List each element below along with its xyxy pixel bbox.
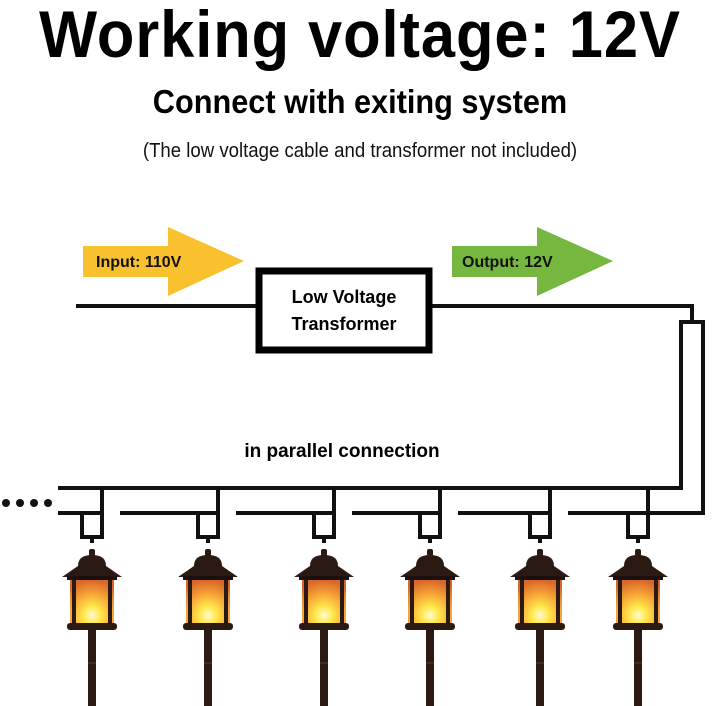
lamp-5 [510,488,570,706]
lamp-post-left [304,580,308,624]
lamp-roof-band [299,576,349,580]
lamp-flame [70,580,114,624]
lamp-post-right [446,580,450,624]
lamp-cap [194,555,222,566]
dot [30,499,38,507]
lamp-base [183,623,233,630]
lamp-stake [88,630,96,706]
lamp-stake [204,630,212,706]
lamp-flame [302,580,346,624]
transformer-box: Low Voltage Transformer [255,267,433,354]
lamp-cap [78,555,106,566]
lamp-roof [294,566,354,577]
lamp-post-right [654,580,658,624]
lamp-roof-band [183,576,233,580]
dot [16,499,24,507]
connector-stub [90,537,94,543]
output-arrow-shape [452,227,613,296]
lamp-post-left [188,580,192,624]
lamp-cap [526,555,554,566]
connector-stub [428,537,432,543]
lamp-roof-band [613,576,663,580]
lamp-4 [400,488,460,706]
input-arrow-label: Input: 110V [96,254,182,271]
lamp-post-left [72,580,76,624]
lamp-base [299,623,349,630]
transformer-frame [255,267,433,354]
lamp-row [58,488,668,706]
lamp-finial [635,549,641,556]
lamp-base [405,623,455,630]
lamp-stake [320,630,328,706]
lamp-6 [608,488,668,706]
transformer-label-line1: Low Voltage [292,287,397,307]
lamp-roof [178,566,238,577]
lamp-finial [205,549,211,556]
lamp-post-right [340,580,344,624]
lamp-flame [408,580,452,624]
lamp-finial [427,549,433,556]
output-arrow: Output: 12V [452,227,613,296]
dot [44,499,52,507]
lamp-stake [426,630,434,706]
lamp-roof-band [67,576,117,580]
lamp-base [613,623,663,630]
page-title: Working voltage: 12V [39,0,681,71]
lamp-finial [321,549,327,556]
lamp-post-right [108,580,112,624]
connector-stub [636,537,640,543]
lamp-roof-band [405,576,455,580]
lamp-2 [178,488,238,706]
lamp-cap [624,555,652,566]
dot [2,499,10,507]
connector-stub [538,537,542,543]
lamp-finial [537,549,543,556]
input-arrow-shape [83,227,244,296]
lamp-post-left [410,580,414,624]
continuation-dots [2,499,52,507]
lamp-post-left [618,580,622,624]
disclaimer-note: (The low voltage cable and transformer n… [142,140,578,162]
lamp-roof [510,566,570,577]
lamp-post-left [520,580,524,624]
lamp-cap [310,555,338,566]
lamp-3 [294,488,354,706]
lamp-flame [616,580,660,624]
transformer-label-line2: Transformer [291,314,396,334]
lamp-roof-band [515,576,565,580]
page-subtitle: Connect with exiting system [152,83,568,120]
lamp-1 [62,488,122,706]
lamp-flame [186,580,230,624]
lamp-finial [89,549,95,556]
lamp-stake [536,630,544,706]
parallel-connection-label: in parallel connection [244,441,439,462]
right-wire-outer [660,306,705,515]
right-wire-inner [58,320,692,490]
lamp-base [67,623,117,630]
lamp-post-right [556,580,560,624]
output-arrow-label: Output: 12V [462,254,553,271]
lamp-flame [518,580,562,624]
lamp-roof [400,566,460,577]
lamp-stake [634,630,642,706]
lamp-base [515,623,565,630]
connector-stub [206,537,210,543]
lamp-post-right [224,580,228,624]
connector-stub [322,537,326,543]
lamp-cap [416,555,444,566]
lamp-roof [62,566,122,577]
lamp-roof [608,566,668,577]
input-arrow: Input: 110V [83,227,244,296]
